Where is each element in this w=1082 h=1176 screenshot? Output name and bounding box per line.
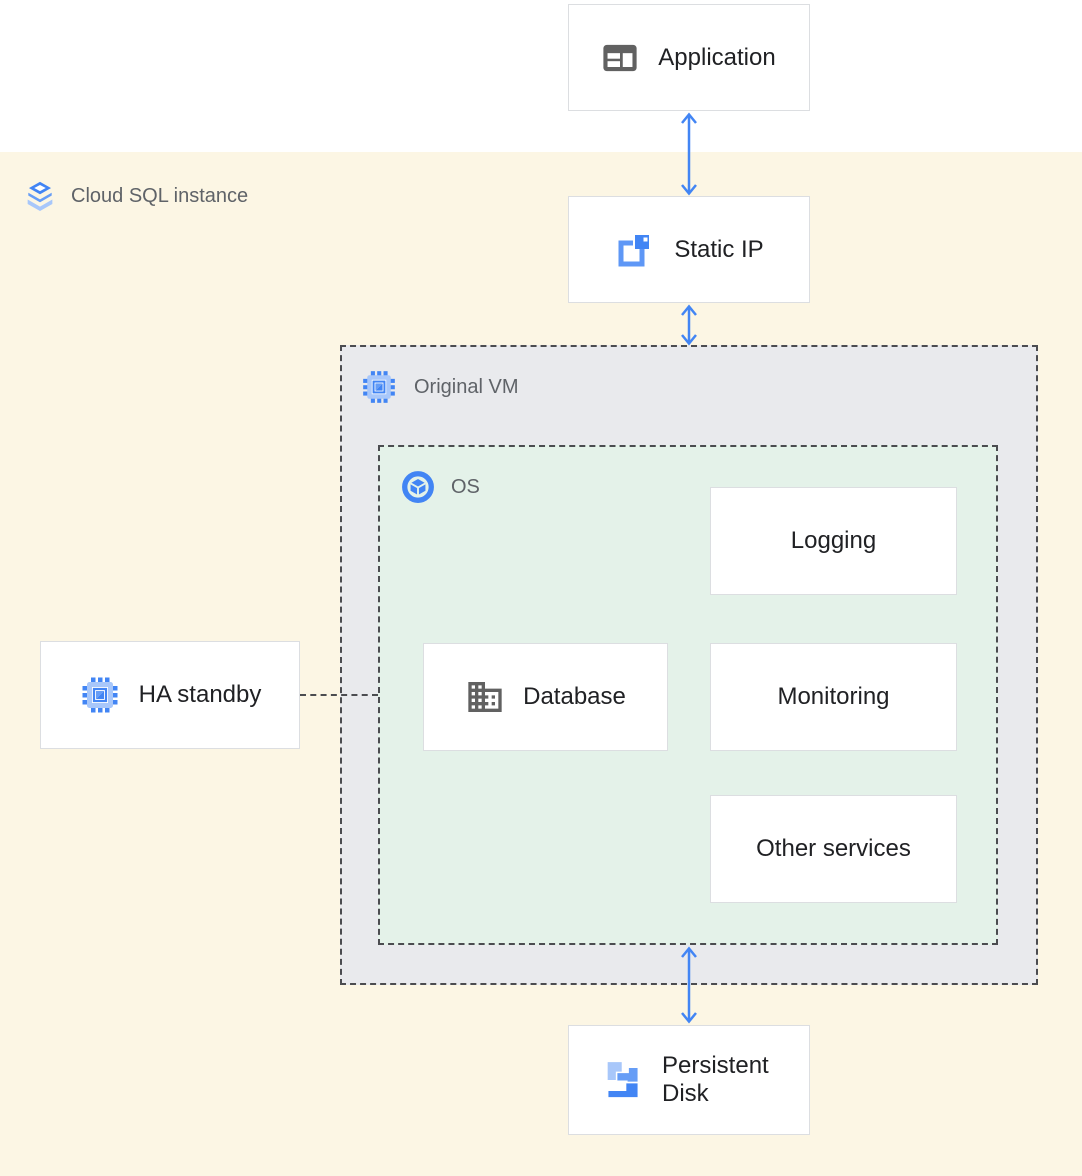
persistent-disk-icon — [606, 1062, 640, 1099]
cloud-sql-instance-label: Cloud SQL instance — [71, 184, 249, 207]
database-label: Database — [523, 683, 626, 710]
logging-label: Logging — [790, 527, 877, 554]
static-ip-label: Static IP — [674, 235, 764, 263]
ha-standby-node: HA standby — [40, 641, 300, 749]
arrow-static-ip-original-vm — [681, 304, 697, 346]
os-label: OS — [451, 475, 480, 498]
persistent-disk-label: Persistent Disk — [662, 1051, 769, 1107]
persistent-disk-node: Persistent Disk — [568, 1025, 810, 1135]
cloud-sql-icon — [26, 180, 54, 211]
ha-standby-label: HA standby — [138, 681, 262, 708]
other-services-label: Other services — [756, 835, 911, 862]
arrow-os-persistent-disk — [681, 946, 697, 1024]
os-label-group: OS — [401, 470, 480, 504]
application-label: Application — [658, 43, 776, 71]
database-node: Database — [423, 643, 668, 751]
other-services-node: Other services — [710, 795, 957, 903]
static-ip-node: Static IP — [568, 196, 810, 303]
cloud-sql-instance-label-group: Cloud SQL instance — [25, 178, 248, 214]
compute-engine-icon — [82, 677, 118, 713]
database-icon — [468, 682, 502, 712]
compute-engine-icon — [363, 371, 395, 403]
application-node: Application — [568, 4, 810, 111]
original-vm-label-group: Original VM — [360, 368, 518, 406]
monitoring-node: Monitoring — [710, 643, 957, 751]
monitoring-label: Monitoring — [777, 683, 890, 710]
arrow-application-static-ip — [681, 112, 697, 196]
application-icon — [603, 44, 637, 71]
os-icon — [402, 471, 434, 503]
logging-node: Logging — [710, 487, 957, 595]
connector-ha-standby-vm — [300, 694, 378, 696]
static-ip-icon — [618, 231, 655, 266]
original-vm-label: Original VM — [414, 375, 519, 398]
